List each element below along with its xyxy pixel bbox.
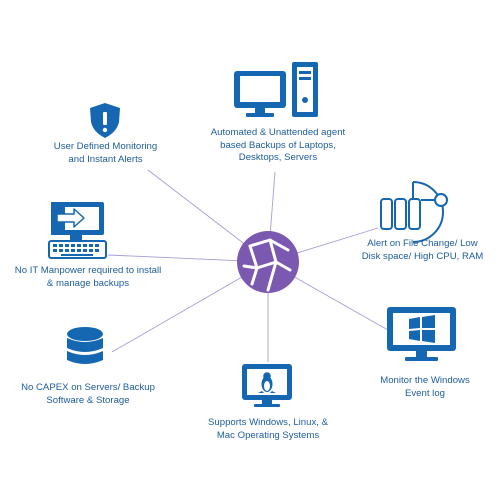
label-line: No CAPEX on Servers/ Backup (21, 382, 155, 393)
label-line: Mac Operating Systems (216, 429, 320, 441)
label-manpower: No IT Manpower required to install & man… (0, 265, 176, 290)
windows-monitor-icon (387, 307, 456, 361)
label-line: Disk space/ High CPU, RAM (361, 250, 484, 262)
label-os-support: Supports Windows, Linux, & Mac Operating… (193, 417, 343, 442)
linux-monitor-icon (242, 364, 292, 407)
label-monitoring: User Defined Monitoring and Instant Aler… (33, 141, 178, 166)
label-line: based Backups of Laptops, (220, 139, 336, 151)
label-line: Software & Storage (46, 394, 130, 406)
shield-alert-icon (90, 103, 120, 138)
label-line: Alert on File Change/ Low (367, 238, 478, 249)
label-line: and Instant Alerts (68, 153, 143, 165)
database-icon (67, 327, 103, 364)
label-line: Event log (404, 387, 445, 399)
computer-login-icon (48, 202, 107, 259)
label-alerts: Alert on File Change/ Low Disk space/ Hi… (350, 238, 495, 263)
label-line: Monitor the Windows (380, 375, 470, 386)
desktop-and-tower-icon (234, 62, 318, 117)
network-globe-icon (237, 231, 299, 293)
label-line: & manage backups (46, 277, 130, 289)
battery-clock-icon (380, 181, 448, 243)
label-capex: No CAPEX on Servers/ Backup Software & S… (8, 382, 168, 407)
label-line: Desktops, Servers (238, 152, 318, 164)
label-event-log: Monitor the Windows Event log (360, 375, 490, 400)
label-line: Automated & Unattended agent (210, 127, 346, 138)
label-line: Supports Windows, Linux, & (208, 417, 328, 428)
label-line: User Defined Monitoring (53, 141, 158, 152)
label-line: No IT Manpower required to install (14, 265, 162, 276)
label-backup-agent: Automated & Unattended agent based Backu… (188, 127, 368, 165)
